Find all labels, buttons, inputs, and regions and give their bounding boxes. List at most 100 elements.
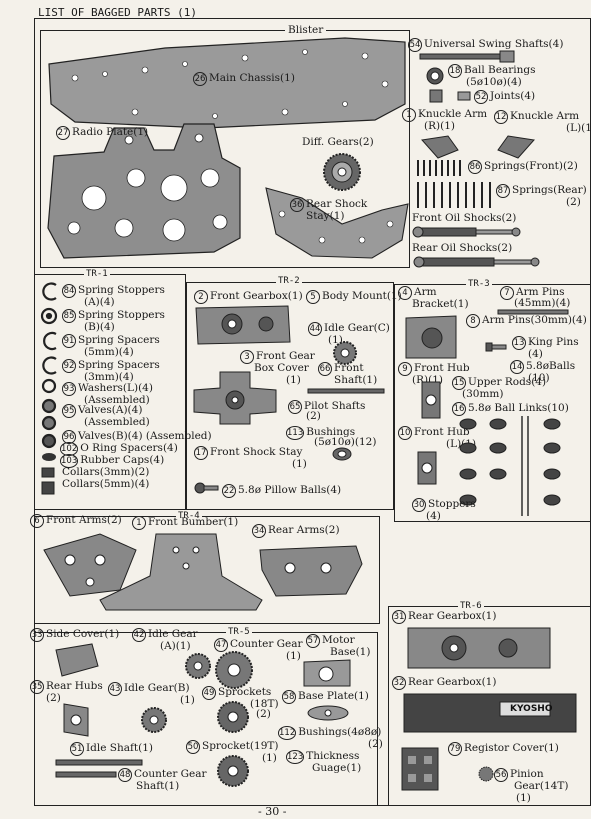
pillow-ball-drawing xyxy=(194,482,219,494)
rear-hub-drawing xyxy=(63,703,89,737)
page-number: - 30 - xyxy=(258,805,287,818)
ball-bearing-drawing xyxy=(426,67,444,85)
tr6-group-label: TR-6 xyxy=(458,601,484,611)
tr1-group-label: TR-1 xyxy=(84,269,110,279)
part-49-label-3: (2) xyxy=(256,708,271,720)
part-44-label-2: (1) xyxy=(328,334,343,346)
part-65-label-2: (2) xyxy=(306,410,321,422)
rear-oil-shocks-label: Rear Oil Shocks(2) xyxy=(412,242,513,254)
front-hub-r-drawing xyxy=(421,381,441,419)
blister-label: Blister xyxy=(285,24,327,36)
part-56-label-3: (1) xyxy=(516,792,531,804)
front-arms-drawing xyxy=(43,533,137,597)
part-47-label-2: (1) xyxy=(286,650,301,662)
swing-shaft-drawing xyxy=(419,50,515,63)
rear-shock-stay-drawing xyxy=(265,187,409,259)
rear-gearbox-1-drawing xyxy=(407,627,551,669)
bushing-drawing xyxy=(332,447,352,461)
part-35-label-2: (2) xyxy=(46,692,61,704)
idle-shaft-drawing xyxy=(55,759,143,778)
rear-gearbox-2-drawing xyxy=(403,693,577,733)
part-4-label-2: Bracket(1) xyxy=(412,298,469,310)
tr1-frame xyxy=(34,274,186,510)
part-84-label-2: (A)(4) xyxy=(84,296,115,308)
registor-cover-drawing xyxy=(401,747,439,791)
main-chassis-drawing xyxy=(48,37,406,129)
tr2-group-label: TR-2 xyxy=(276,276,302,286)
part-13-label-2: (4) xyxy=(528,348,543,360)
part-85-label-2: (B)(4) xyxy=(84,321,115,333)
king-pin-drawing xyxy=(485,342,507,352)
part-92-label-2: (3mm)(4) xyxy=(84,371,134,383)
pinion-gear-drawing xyxy=(478,766,494,782)
sprocket-19t-drawing xyxy=(217,755,249,787)
part-15-label-2: (30mm) xyxy=(462,388,504,400)
tr3-group-label: TR-3 xyxy=(466,279,492,289)
part-18-label-2: (5ø10ø)(4) xyxy=(466,76,522,88)
part-3-label-3: (1) xyxy=(286,374,301,386)
pilot-shaft-drawing xyxy=(307,388,385,394)
tr1-icons xyxy=(40,282,58,495)
base-plate-drawing xyxy=(307,705,349,721)
tr4-frame xyxy=(34,516,380,624)
part-95-label-2: (Assembled) xyxy=(84,416,150,428)
rear-oil-shock-drawing xyxy=(413,256,540,268)
part-49-label-2: (18T) xyxy=(250,698,279,710)
part-66-label-2: Shaft(1) xyxy=(334,374,378,386)
arm-pin-45-drawing xyxy=(497,309,569,315)
part-57-label-2: Base(1) xyxy=(330,646,371,658)
collar-5mm-label: Collars(5mm)(4) xyxy=(62,478,150,490)
ball-links-drawing xyxy=(459,416,561,516)
part-93-label-2: (Assembled) xyxy=(84,394,150,406)
part-42-label-2: (A)(1) xyxy=(160,640,191,652)
idle-gear-c-drawing xyxy=(333,341,357,365)
part-48-label-2: Shaft(1) xyxy=(136,780,180,792)
tr4-group-label: TR-4 xyxy=(176,511,202,521)
front-hub-l-drawing xyxy=(417,451,437,485)
